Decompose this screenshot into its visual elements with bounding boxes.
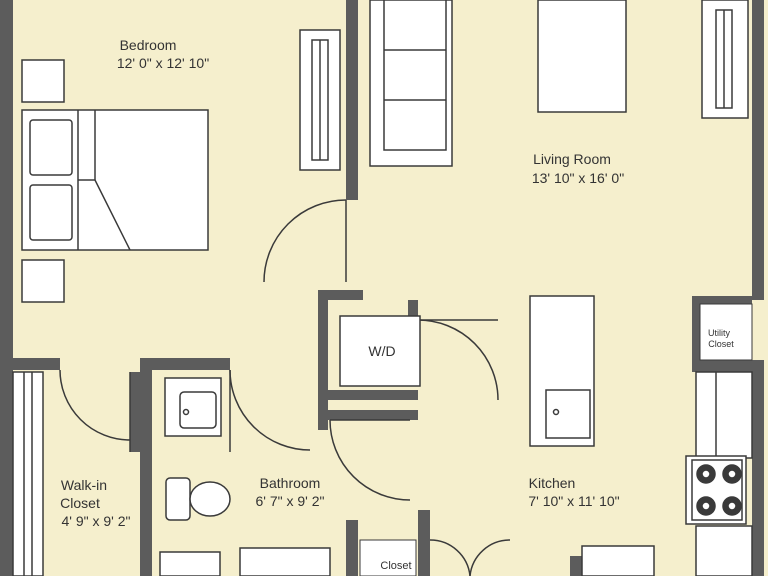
sink-icon [545, 389, 591, 439]
door-swing-icon [59, 199, 511, 576]
utility-closet-label-line2: Closet [708, 339, 734, 349]
walk-in-closet-label-line1: Walk-in [61, 477, 107, 493]
closet-shelf [359, 539, 417, 576]
coffee-table [537, 0, 627, 113]
bathroom-dims: 6' 7" x 9' 2" [256, 493, 325, 509]
bathroom-fixtures [159, 377, 331, 576]
bedroom-label: Bedroom [120, 37, 177, 53]
kitchen-counter [695, 371, 753, 576]
bed-icon [21, 109, 209, 251]
living-room-label: Living Room [533, 151, 611, 167]
toilet-icon [165, 477, 231, 521]
fridge [581, 545, 655, 576]
washer-dryer-label: W/D [368, 343, 395, 359]
sofa-icon [369, 0, 453, 167]
living-room-dims: 13' 10" x 16' 0" [532, 170, 624, 186]
bedroom-dims: 12' 0" x 12' 10" [117, 55, 209, 71]
tub [239, 547, 331, 576]
kitchen-label: Kitchen [529, 475, 576, 491]
window-icon [12, 371, 44, 576]
nightstand-bottom [21, 259, 65, 303]
bedroom-furniture [21, 29, 341, 303]
stove-icon [685, 455, 747, 525]
kitchen-island [529, 295, 595, 447]
walk-in-closet-dims: 4' 9" x 9' 2" [62, 513, 131, 529]
closet-label: Closet [380, 560, 411, 572]
media-console [701, 0, 749, 119]
sink-icon [164, 377, 222, 437]
living-furniture [369, 0, 749, 167]
bathroom-label: Bathroom [260, 475, 321, 491]
utility-closet-label-line1: Utility [708, 328, 730, 338]
nightstand-top [21, 59, 65, 103]
walk-in-closet-label-line2: Closet [60, 495, 100, 511]
dresser [299, 29, 341, 171]
kitchen-dims: 7' 10" x 11' 10" [528, 493, 619, 509]
utility-closet-box [699, 303, 753, 361]
washer-dryer: W/D [339, 315, 421, 387]
